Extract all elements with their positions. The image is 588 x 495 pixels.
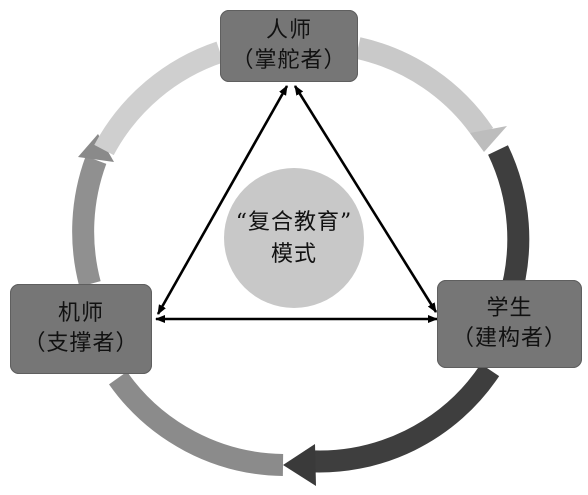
center-label-line1: “复合教育” xyxy=(235,210,353,235)
cycle-arc-right-bottom xyxy=(304,363,500,473)
cycle-arrowhead-bottom xyxy=(283,444,316,486)
arrow-top-to-right xyxy=(293,85,438,313)
cycle-arc-bottom-left xyxy=(109,371,284,476)
cycle-arrowhead-left xyxy=(78,134,114,162)
node-student-title: 学生 xyxy=(486,296,533,321)
cycle-arc-top-left xyxy=(94,41,224,156)
cycle-arc-right-down xyxy=(488,145,530,304)
cycle-arc-left-up xyxy=(72,156,107,287)
node-machine-teacher-title: 机师 xyxy=(57,301,104,326)
cycle-arc-top-right xyxy=(355,37,494,141)
node-student: 学生 （建构者） xyxy=(437,280,582,368)
arrow-top-to-left xyxy=(156,85,289,315)
node-human-teacher-title: 人师 xyxy=(265,18,312,43)
node-student-role: （建构者） xyxy=(451,326,567,351)
node-human-teacher-role: （掌舵者） xyxy=(231,48,347,73)
center-label-line2: 模式 xyxy=(270,242,317,267)
node-human-teacher: 人师 （掌舵者） xyxy=(220,10,358,82)
node-machine-teacher: 机师 （支撑者） xyxy=(10,284,152,374)
center-label: “复合教育” 模式 xyxy=(219,207,369,271)
cycle-arrowhead-top-right xyxy=(470,126,507,152)
node-machine-teacher-role: （支撑者） xyxy=(23,331,139,356)
